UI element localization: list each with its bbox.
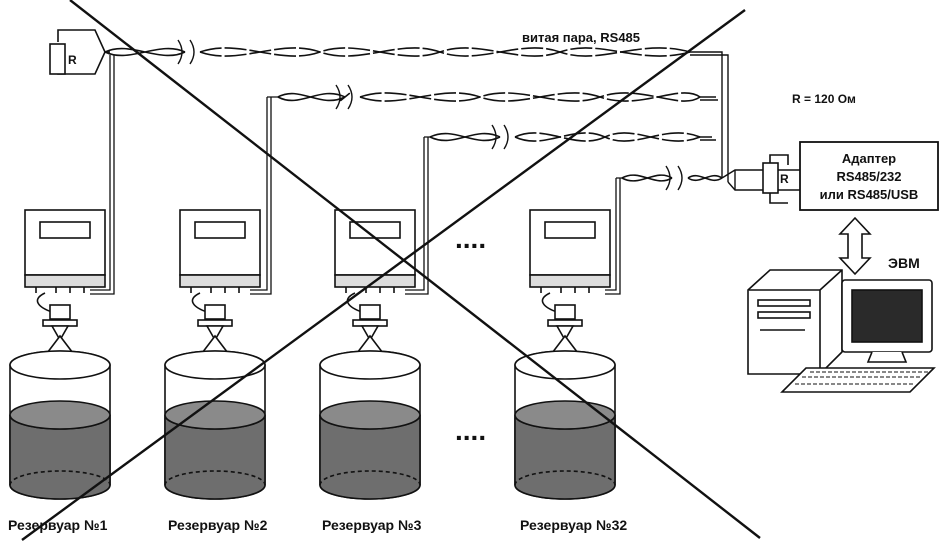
pc-tower-icon — [747, 269, 843, 375]
tank-3 — [319, 209, 421, 500]
cable-4 — [621, 165, 723, 191]
cable-1 — [104, 39, 691, 65]
monitor-icon — [841, 279, 933, 363]
double-arrow-icon — [838, 216, 872, 276]
tank-32 — [514, 209, 616, 500]
twisted-pair-cables — [57, 29, 800, 295]
tank-label-1: Резервуар №1 — [8, 517, 108, 533]
adapter-line-1: Адаптер — [842, 151, 896, 166]
tank-1 — [9, 209, 111, 500]
tank-label-32: Резервуар №32 — [520, 517, 627, 533]
adapter: Адаптер RS485/232 или RS485/USB — [799, 141, 939, 211]
controller-2 — [179, 209, 261, 276]
computer — [747, 269, 936, 393]
adapter-line-3: или RS485/USB — [820, 187, 919, 202]
tank-2 — [164, 209, 266, 500]
resistor-right-label: R — [780, 172, 789, 186]
cable-3 — [429, 124, 701, 150]
cable-label: витая пара, RS485 — [522, 30, 640, 45]
adapter-line-2: RS485/232 — [836, 169, 901, 184]
controller-32 — [529, 209, 611, 276]
tank-label-3: Резервуар №3 — [322, 517, 422, 533]
drop-wires — [90, 55, 622, 295]
tank-label-2: Резервуар №2 — [168, 517, 268, 533]
controller-3 — [334, 209, 416, 276]
controller-1 — [24, 209, 106, 276]
adapter-box — [799, 141, 939, 211]
resistor-left — [49, 43, 66, 75]
ellipsis-controllers: .... — [455, 223, 486, 254]
computer-label: ЭВМ — [888, 255, 920, 271]
tank-groups — [9, 209, 616, 500]
right-terminator — [769, 154, 789, 204]
bus-risers — [690, 51, 800, 191]
left-terminator — [57, 29, 110, 75]
ellipsis-tanks: .... — [455, 415, 486, 446]
resistor-right — [762, 162, 779, 194]
cross-out-mark — [21, 0, 761, 541]
cable-2 — [277, 84, 701, 110]
keyboard-icon — [780, 367, 936, 393]
resistor-left-label: R — [68, 53, 77, 67]
resistor-note: R = 120 Ом — [792, 92, 856, 106]
